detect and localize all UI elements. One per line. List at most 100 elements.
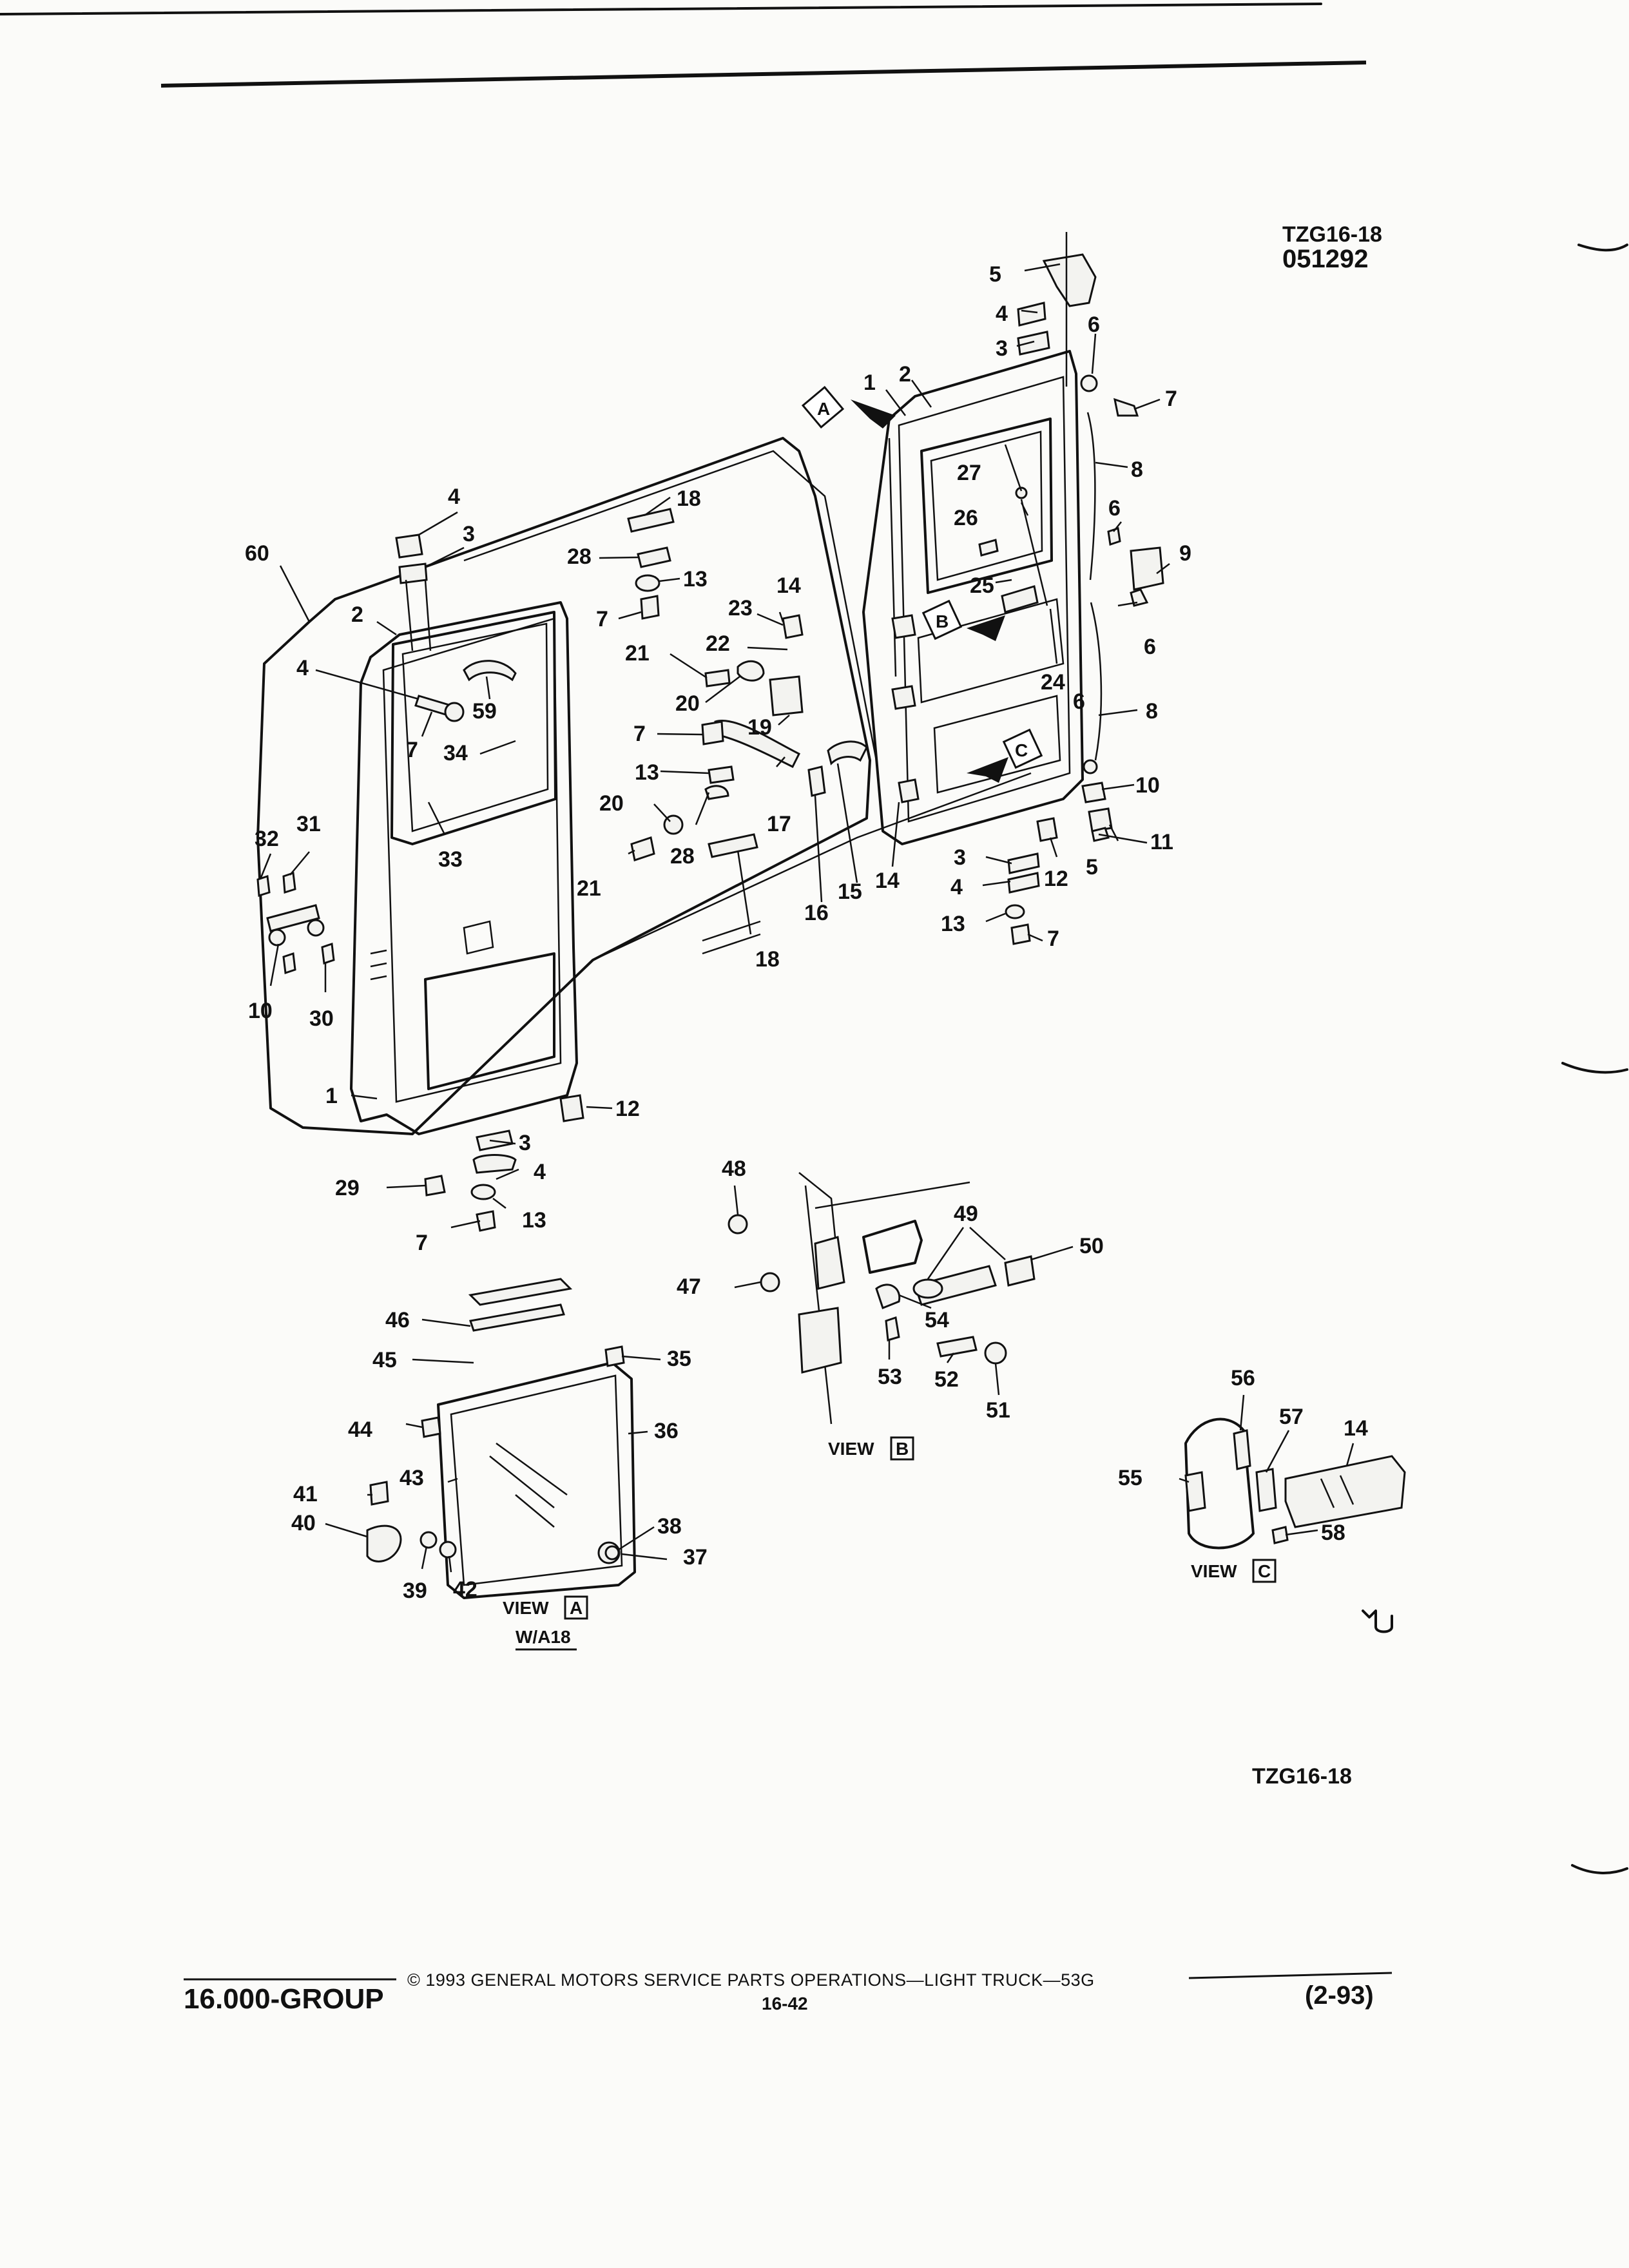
view-c-caption: VIEW C xyxy=(1191,1559,1277,1583)
label-18: 18 xyxy=(677,486,701,511)
label-7e: 7 xyxy=(406,738,418,762)
label-7d: 7 xyxy=(633,722,646,746)
label-57: 57 xyxy=(1279,1405,1304,1429)
label-6: 6 xyxy=(1088,312,1100,337)
label-20: 20 xyxy=(675,691,700,716)
figure-code: TZG16-18 xyxy=(1282,222,1382,247)
label-51: 51 xyxy=(986,1398,1010,1423)
view-a-caption: VIEW A W/A18 xyxy=(503,1595,588,1651)
margin-mark-2 xyxy=(1561,1062,1628,1074)
label-4: 4 xyxy=(996,302,1008,326)
figure-date: 051292 xyxy=(1282,245,1369,273)
label-9: 9 xyxy=(1179,541,1191,566)
label-7: 7 xyxy=(1165,387,1177,411)
label-34: 34 xyxy=(443,741,468,765)
svg-text:B: B xyxy=(936,611,949,631)
label-29: 29 xyxy=(335,1176,360,1200)
footer-rule-right xyxy=(1188,1972,1393,1979)
svg-text:B: B xyxy=(896,1439,909,1459)
label-60: 60 xyxy=(245,541,269,566)
label-2b: 2 xyxy=(351,602,363,627)
callout-box-a: A xyxy=(801,385,845,429)
label-14: 14 xyxy=(776,573,801,598)
label-36: 36 xyxy=(654,1419,679,1443)
label-17: 17 xyxy=(767,812,791,836)
figure-code-header: TZG16-18 051292 xyxy=(1282,222,1382,273)
svg-text:C: C xyxy=(1015,740,1028,760)
label-12: 12 xyxy=(1044,867,1068,891)
label-28b: 28 xyxy=(670,844,695,869)
label-28: 28 xyxy=(567,544,592,569)
label-4b: 4 xyxy=(950,875,963,899)
label-32: 32 xyxy=(255,827,279,851)
label-35: 35 xyxy=(667,1347,691,1371)
label-21b: 21 xyxy=(577,876,601,901)
label-2: 2 xyxy=(899,362,911,387)
view-b-caption: VIEW B xyxy=(828,1436,914,1461)
margin-mark-1 xyxy=(1577,244,1628,252)
label-37: 37 xyxy=(683,1545,708,1570)
copyright-line: © 1993 GENERAL MOTORS SERVICE PARTS OPER… xyxy=(407,1970,1095,1990)
label-4c: 4 xyxy=(448,485,460,509)
label-20b: 20 xyxy=(599,791,624,816)
label-25: 25 xyxy=(970,573,994,598)
label-14b: 14 xyxy=(875,869,900,893)
label-8: 8 xyxy=(1131,457,1143,482)
label-42: 42 xyxy=(453,1577,477,1602)
label-40: 40 xyxy=(291,1511,316,1535)
label-22: 22 xyxy=(706,631,730,656)
label-30: 30 xyxy=(309,1006,334,1031)
label-5b: 5 xyxy=(1086,855,1098,879)
revision-label: (2-93) xyxy=(1305,1981,1374,2010)
label-21: 21 xyxy=(625,641,650,666)
label-58: 58 xyxy=(1321,1521,1345,1545)
label-56: 56 xyxy=(1231,1366,1255,1390)
svg-text:VIEW: VIEW xyxy=(503,1598,549,1618)
gm-mark-icon xyxy=(1362,1610,1393,1633)
label-41: 41 xyxy=(293,1482,318,1506)
label-6c: 6 xyxy=(1144,635,1156,659)
margin-mark-3 xyxy=(1571,1864,1628,1874)
label-3d: 3 xyxy=(519,1131,531,1155)
label-7c: 7 xyxy=(596,607,608,631)
svg-text:VIEW: VIEW xyxy=(828,1439,874,1459)
center-hardware xyxy=(627,508,868,955)
label-49: 49 xyxy=(954,1202,978,1226)
label-13: 13 xyxy=(941,912,965,936)
label-54: 54 xyxy=(925,1308,949,1332)
leader-lines xyxy=(260,263,1354,1573)
label-45: 45 xyxy=(372,1348,397,1372)
page-number: 16-42 xyxy=(762,1994,808,2013)
label-13b: 13 xyxy=(683,567,708,591)
label-24: 24 xyxy=(1041,670,1065,695)
label-48: 48 xyxy=(722,1157,746,1181)
svg-text:VIEW: VIEW xyxy=(1191,1561,1237,1581)
label-23: 23 xyxy=(728,596,753,620)
label-27: 27 xyxy=(957,461,981,485)
label-3b: 3 xyxy=(954,845,966,870)
label-8b: 8 xyxy=(1146,699,1158,724)
label-38: 38 xyxy=(657,1514,682,1539)
label-39: 39 xyxy=(403,1579,427,1603)
label-31: 31 xyxy=(296,812,321,836)
label-47: 47 xyxy=(677,1274,701,1299)
part-labels: 5 4 3 6 7 8 6 9 6 6 8 10 11 5 12 3 4 13 … xyxy=(245,262,1368,1603)
label-1: 1 xyxy=(863,370,876,395)
section-arrows xyxy=(851,399,1008,783)
label-15: 15 xyxy=(838,879,862,904)
label-6b: 6 xyxy=(1108,496,1121,521)
svg-text:A: A xyxy=(817,399,830,419)
svg-text:C: C xyxy=(1258,1561,1271,1581)
label-10: 10 xyxy=(1135,773,1160,798)
label-13c: 13 xyxy=(635,760,659,785)
view-b-handle xyxy=(728,1172,1036,1425)
label-1b: 1 xyxy=(325,1084,338,1108)
left-door xyxy=(256,437,1032,1232)
group-label: 16.000-GROUP xyxy=(184,1983,384,2015)
label-53: 53 xyxy=(878,1365,902,1389)
label-16: 16 xyxy=(804,901,829,925)
label-3c: 3 xyxy=(463,522,475,546)
label-46: 46 xyxy=(385,1308,410,1332)
label-33: 33 xyxy=(438,847,463,872)
label-11: 11 xyxy=(1150,830,1173,854)
